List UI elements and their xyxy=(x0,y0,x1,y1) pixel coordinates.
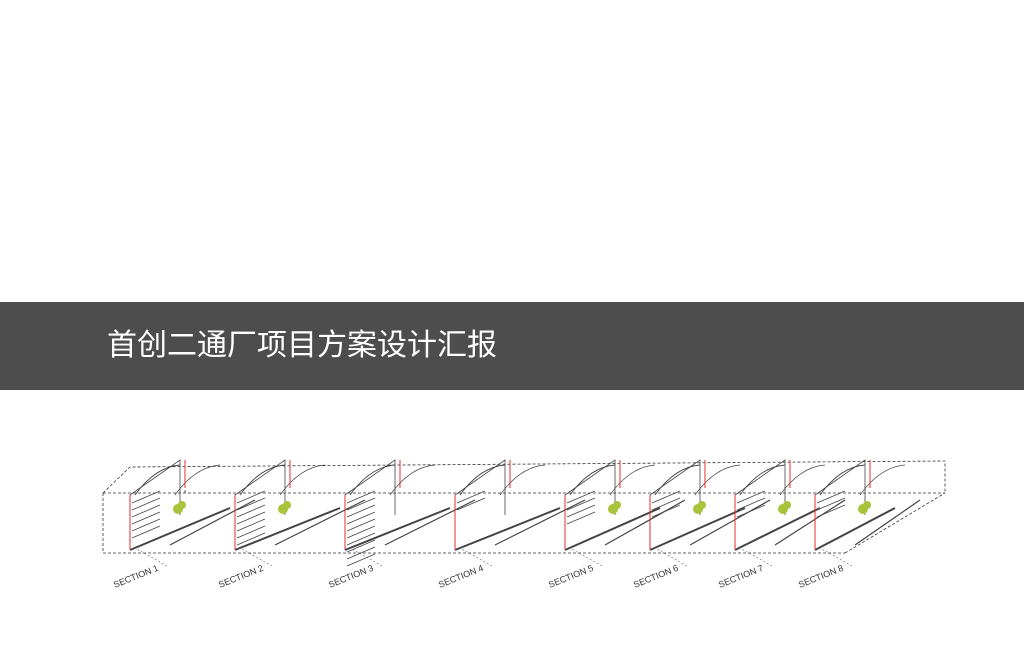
section-axonometric-diagram: SECTION 1 SECTION 2 SECTION 3 SECTION 4 SECT… xyxy=(55,455,955,600)
section-block-2 xyxy=(234,459,366,551)
sections-layer xyxy=(129,459,921,567)
section-block-7 xyxy=(734,459,846,551)
section-label-7: SECTION 7 xyxy=(717,563,765,590)
outer-bounding-box xyxy=(102,460,946,554)
section-label-8: SECTION 8 xyxy=(797,563,845,590)
section-label-1: SECTION 1 xyxy=(112,563,160,590)
section-block-6 xyxy=(649,459,771,551)
diagram-svg: SECTION 1 SECTION 2 SECTION 3 SECTION 4 SECT… xyxy=(102,459,946,590)
section-block-4 xyxy=(454,459,586,551)
section-label-4: SECTION 4 xyxy=(437,563,485,590)
section-block-3 xyxy=(344,459,476,567)
section-label-3: SECTION 3 xyxy=(327,563,375,590)
title-band: 首创二通厂项目方案设计汇报 xyxy=(0,302,1024,390)
section-label-5: SECTION 5 xyxy=(547,563,595,590)
section-label-6: SECTION 6 xyxy=(632,563,680,590)
page-title: 首创二通厂项目方案设计汇报 xyxy=(107,328,497,363)
section-label-2: SECTION 2 xyxy=(217,563,265,590)
section-labels: SECTION 1 SECTION 2 SECTION 3 SECTION 4 SECT… xyxy=(112,547,853,590)
section-block-1 xyxy=(129,459,256,551)
section-block-8 xyxy=(814,459,921,551)
section-block-5 xyxy=(564,459,686,551)
